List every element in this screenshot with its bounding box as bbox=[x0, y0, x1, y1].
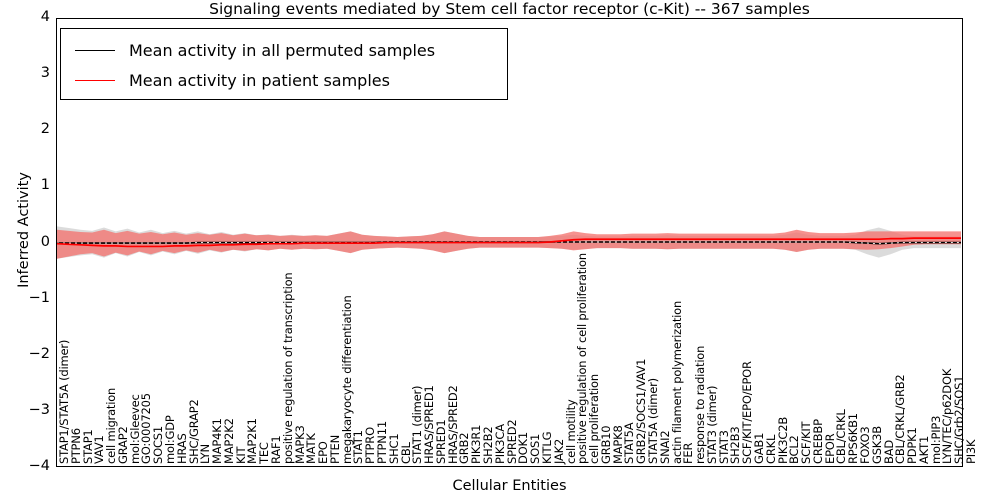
x-axis-label: Cellular Entities bbox=[452, 478, 567, 494]
y-tick-label: 3 bbox=[40, 65, 50, 82]
y-tick-label: −3 bbox=[28, 401, 50, 418]
y-tick-label: 1 bbox=[40, 177, 50, 194]
plot-canvas bbox=[57, 226, 961, 259]
y-tick-label: 0 bbox=[40, 233, 50, 250]
y-tick-label: −2 bbox=[28, 345, 50, 362]
permuted-mean-line-dash bbox=[57, 241, 961, 245]
x-tick-label: PI3K bbox=[964, 439, 978, 464]
legend-swatch-patient bbox=[75, 79, 115, 81]
legend-item-permuted: Mean activity in all permuted samples bbox=[61, 35, 435, 65]
y-axis-ticks: 4 3 2 1 0 −1 −2 −3 −4 bbox=[0, 0, 50, 500]
patient-mean-line bbox=[57, 237, 961, 248]
plot-area bbox=[56, 18, 963, 467]
legend-label-patient: Mean activity in patient samples bbox=[129, 70, 390, 90]
chart-legend: Mean activity in all permuted samples Me… bbox=[60, 28, 508, 100]
legend-swatch-permuted bbox=[75, 49, 115, 51]
legend-item-patient: Mean activity in patient samples bbox=[61, 65, 390, 95]
page-title: Signaling events mediated by Stem cell f… bbox=[209, 0, 810, 18]
y-tick-label: −1 bbox=[28, 289, 50, 306]
patient-confidence-band bbox=[57, 229, 961, 259]
y-tick-label: 4 bbox=[40, 9, 50, 25]
y-tick-label: 2 bbox=[40, 121, 50, 138]
legend-label-permuted: Mean activity in all permuted samples bbox=[129, 40, 436, 60]
y-tick-label: −4 bbox=[28, 458, 50, 474]
